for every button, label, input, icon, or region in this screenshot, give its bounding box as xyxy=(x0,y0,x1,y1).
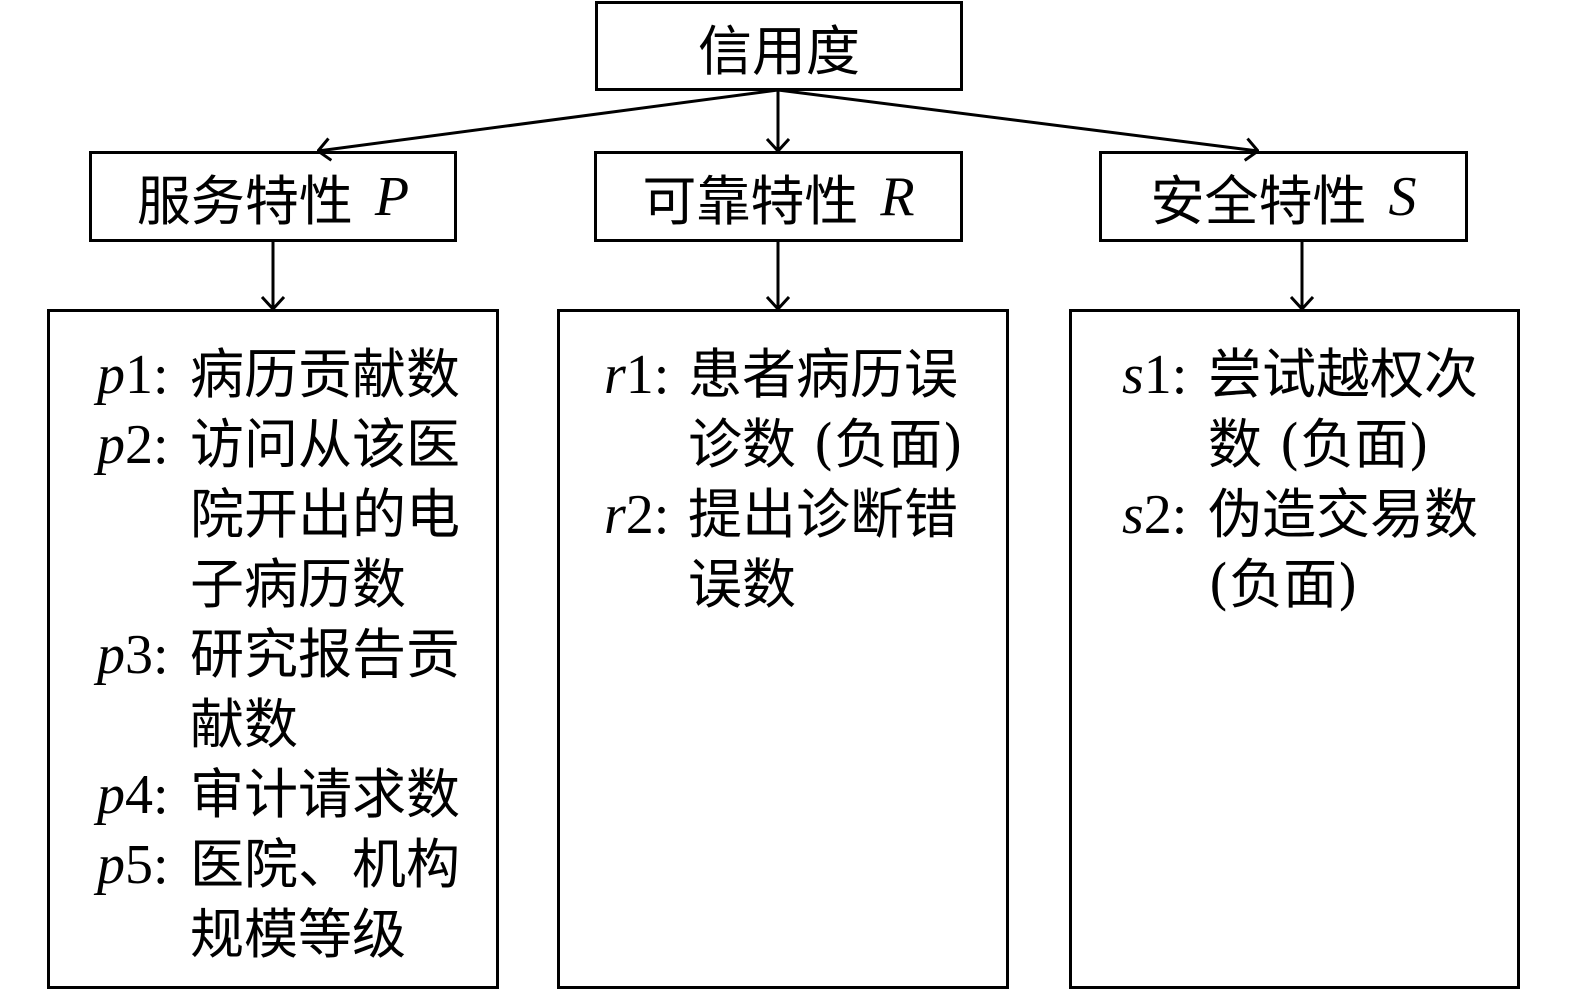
metric-line: 伪造交易数 xyxy=(1208,483,1478,546)
category-name: 可靠特性 xyxy=(642,170,859,233)
reliability-metrics-box: r1: 患者病历误 诊数 (负面) r2: 提出诊断错 误数 xyxy=(557,309,1009,989)
metric-line: 子病历数 xyxy=(190,553,406,616)
metric-item-p5: p5: 医院、机构 规模等级 xyxy=(97,830,496,970)
root-node-label: 信用度 xyxy=(698,19,860,83)
metric-text: 尝试越权次 数 (负面) xyxy=(1208,340,1478,480)
category-name: 服务特性 xyxy=(136,170,353,233)
metric-line: 误数 xyxy=(688,553,796,616)
metric-item-p3: p3: 研究报告贡 献数 xyxy=(97,620,496,760)
metric-item-s2: s2: 伪造交易数 (负面) xyxy=(1122,480,1517,620)
metric-label: r1: xyxy=(604,340,688,410)
metric-line: 患者病历误 xyxy=(688,343,958,406)
metric-line: (负面) xyxy=(1208,553,1359,616)
metric-line: 研究报告贡 xyxy=(190,623,460,686)
metric-text: 患者病历误 诊数 (负面) xyxy=(688,340,963,480)
category-symbol: R xyxy=(880,165,915,228)
category-node-reliability: 可靠特性 R xyxy=(594,151,963,242)
category-symbol: S xyxy=(1388,165,1417,228)
metric-var: s xyxy=(1122,484,1144,546)
metric-line: 审计请求数 xyxy=(190,763,460,826)
metric-label: p4: xyxy=(97,760,190,830)
root-node-credibility: 信用度 xyxy=(595,1,963,91)
metric-line: 献数 xyxy=(190,693,298,756)
category-node-service: 服务特性 P xyxy=(89,151,457,242)
metric-var: s xyxy=(1122,344,1144,406)
metric-line: 医院、机构 xyxy=(190,833,460,896)
metric-label: p3: xyxy=(97,620,190,690)
metric-text: 研究报告贡 献数 xyxy=(190,620,460,760)
category-node-security: 安全特性 S xyxy=(1099,151,1468,242)
category-name: 安全特性 xyxy=(1150,170,1367,233)
metric-item-s1: s1: 尝试越权次 数 (负面) xyxy=(1122,340,1517,480)
metric-item-p1: p1: 病历贡献数 xyxy=(97,340,496,410)
metric-var: p xyxy=(97,414,125,476)
arrow-root-to-service xyxy=(318,88,779,151)
metric-text: 访问从该医 院开出的电 子病历数 xyxy=(190,410,460,620)
metric-item-r1: r1: 患者病历误 诊数 (负面) xyxy=(604,340,1006,480)
metric-label: p1: xyxy=(97,340,190,410)
metric-item-r2: r2: 提出诊断错 误数 xyxy=(604,480,1006,620)
metric-index: 1: xyxy=(125,344,169,406)
security-metrics-box: s1: 尝试越权次 数 (负面) s2: 伪造交易数 (负面) xyxy=(1069,309,1520,989)
metric-index: 1: xyxy=(1143,344,1188,406)
metric-line: 访问从该医 xyxy=(190,413,460,476)
metric-var: r xyxy=(604,484,626,546)
metric-label: p2: xyxy=(97,410,190,480)
metric-var: p xyxy=(97,764,125,826)
metric-index: 5: xyxy=(125,834,169,896)
category-symbol: P xyxy=(374,165,410,228)
metric-label: s2: xyxy=(1122,480,1208,550)
metric-text: 提出诊断错 误数 xyxy=(688,480,958,620)
metric-index: 1: xyxy=(625,344,670,406)
metric-text: 病历贡献数 xyxy=(190,340,460,410)
arrow-root-to-security xyxy=(777,88,1258,151)
metric-label: p5: xyxy=(97,830,190,900)
metric-text: 审计请求数 xyxy=(190,760,460,830)
metric-index: 4: xyxy=(125,764,169,826)
metric-line: 尝试越权次 xyxy=(1208,343,1478,406)
service-metrics-box: p1: 病历贡献数 p2: 访问从该医 院开出的电 子病历数 p3: 研究报告贡… xyxy=(47,309,499,989)
metric-index: 2: xyxy=(625,484,670,546)
metric-line: 诊数 (负面) xyxy=(688,413,964,476)
metric-index: 2: xyxy=(125,414,169,476)
metric-line: 病历贡献数 xyxy=(190,343,460,406)
metric-line: 提出诊断错 xyxy=(688,483,958,546)
metric-label: r2: xyxy=(604,480,688,550)
metric-var: p xyxy=(97,624,125,686)
metric-var: r xyxy=(604,344,626,406)
metric-line: 规模等级 xyxy=(190,903,406,966)
metric-line: 院开出的电 xyxy=(190,483,460,546)
metric-item-p2: p2: 访问从该医 院开出的电 子病历数 xyxy=(97,410,496,620)
metric-item-p4: p4: 审计请求数 xyxy=(97,760,496,830)
metric-text: 伪造交易数 (负面) xyxy=(1208,480,1478,620)
metric-index: 3: xyxy=(125,624,169,686)
metric-text: 医院、机构 规模等级 xyxy=(190,830,460,970)
metric-index: 2: xyxy=(1143,484,1188,546)
metric-var: p xyxy=(97,834,125,896)
metric-line: 数 (负面) xyxy=(1208,413,1430,476)
metric-var: p xyxy=(97,344,125,406)
metric-label: s1: xyxy=(1122,340,1208,410)
